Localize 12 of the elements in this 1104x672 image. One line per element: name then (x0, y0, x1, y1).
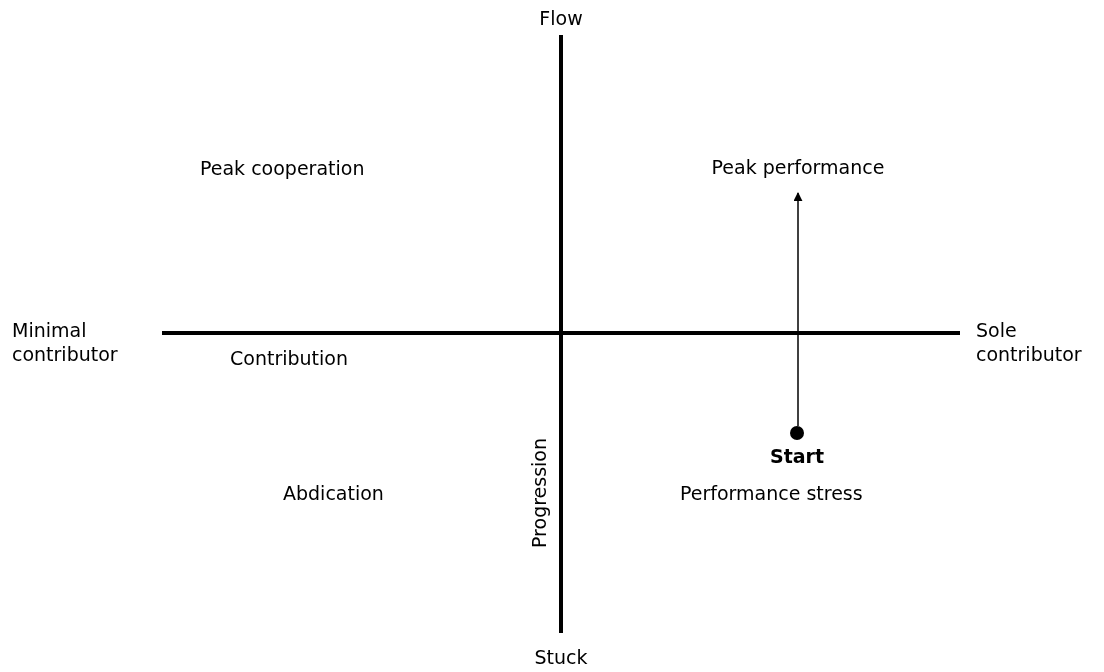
arrow (793, 192, 803, 427)
axis-label: Minimal contributor (12, 318, 119, 366)
axis-label: Performance stress (680, 481, 864, 505)
axis-label: Flow (538, 6, 584, 30)
quadrant-label: Peak performance (683, 155, 913, 193)
axis-label: Stuck (533, 645, 589, 669)
axis-label: Peak cooperation (200, 156, 366, 180)
axis-label: Sole contributor (976, 318, 1083, 366)
start-label: Start (768, 444, 825, 468)
axis-label: Progression (527, 437, 551, 550)
axis-label: Abdication (283, 481, 385, 505)
axis-label: Contribution (230, 346, 349, 370)
